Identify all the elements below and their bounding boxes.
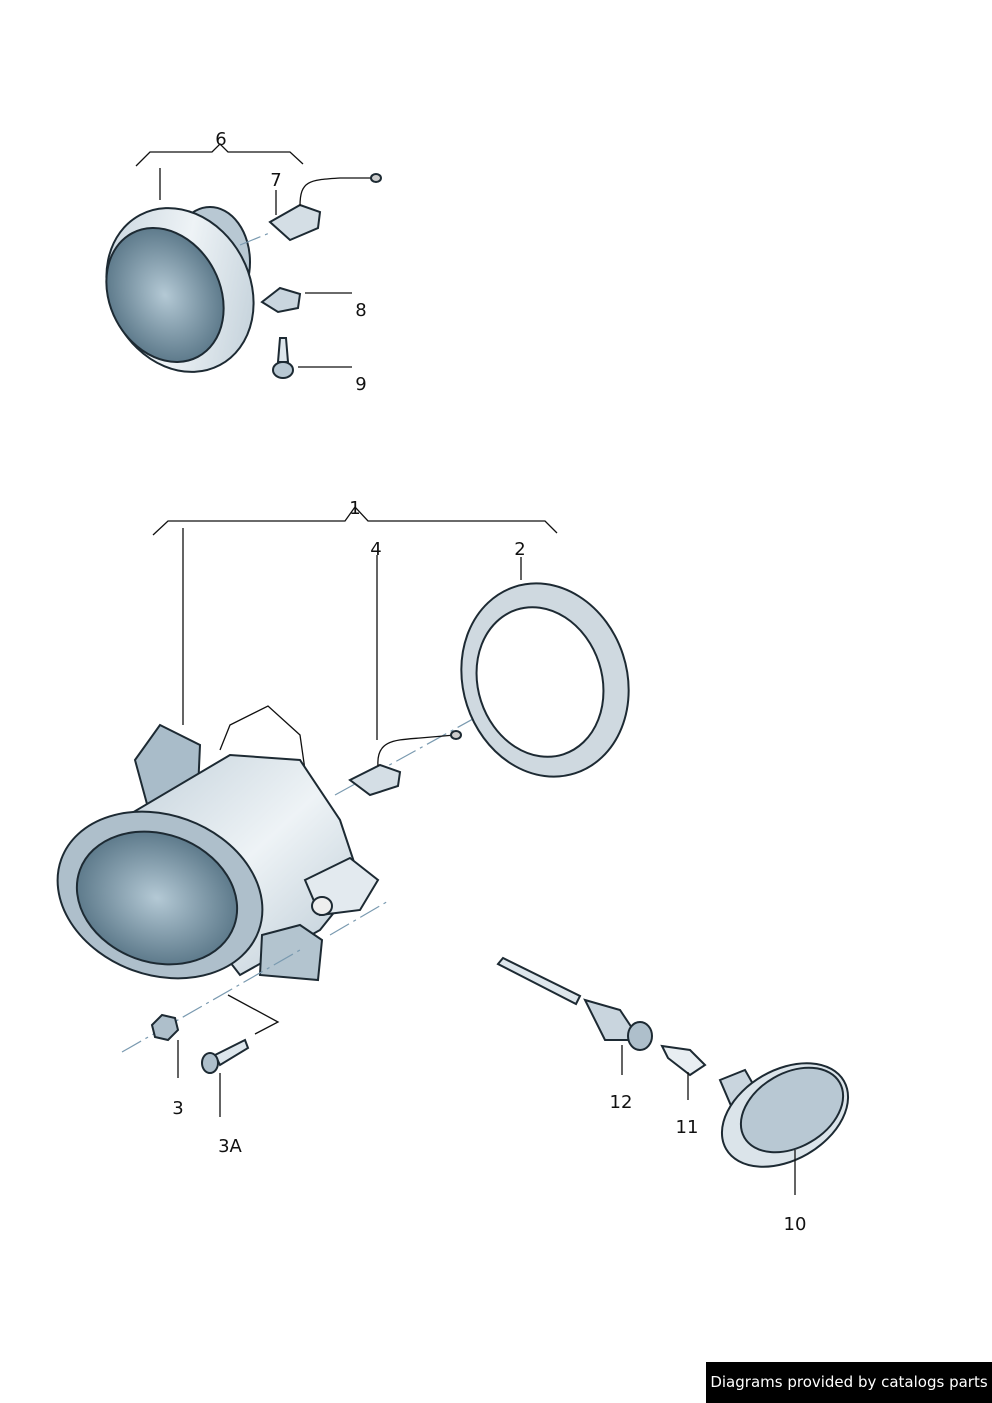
callout-3: 3 <box>172 1098 183 1119</box>
bulb-socket-12 <box>496 956 653 1051</box>
nut-3 <box>150 1013 180 1042</box>
trim-ring-2 <box>460 582 630 778</box>
credit-footer: Diagrams provided by catalogs parts <box>706 1362 992 1403</box>
callout-3a: 3A <box>218 1136 242 1157</box>
callout-6: 6 <box>215 129 226 150</box>
bulb-4 <box>348 730 462 797</box>
callout-4: 4 <box>370 539 381 560</box>
callout-11: 11 <box>676 1117 699 1138</box>
clip-nut-8 <box>260 286 302 314</box>
screw-9 <box>272 337 294 379</box>
callout-8: 8 <box>355 300 366 321</box>
side-marker-lamp-10 <box>718 1062 850 1168</box>
callout-2: 2 <box>514 539 525 560</box>
callout-7: 7 <box>270 170 281 191</box>
screw-3a <box>201 1038 250 1074</box>
bulb-11 <box>660 1044 707 1077</box>
bulb-7 <box>268 173 382 242</box>
fog-lamp-assembly-small <box>105 143 304 373</box>
callout-1: 1 <box>349 498 360 519</box>
callout-10: 10 <box>784 1214 807 1235</box>
fog-lamp-housing-1 <box>56 659 581 1053</box>
callout-12: 12 <box>610 1092 633 1113</box>
callout-9: 9 <box>355 374 366 395</box>
